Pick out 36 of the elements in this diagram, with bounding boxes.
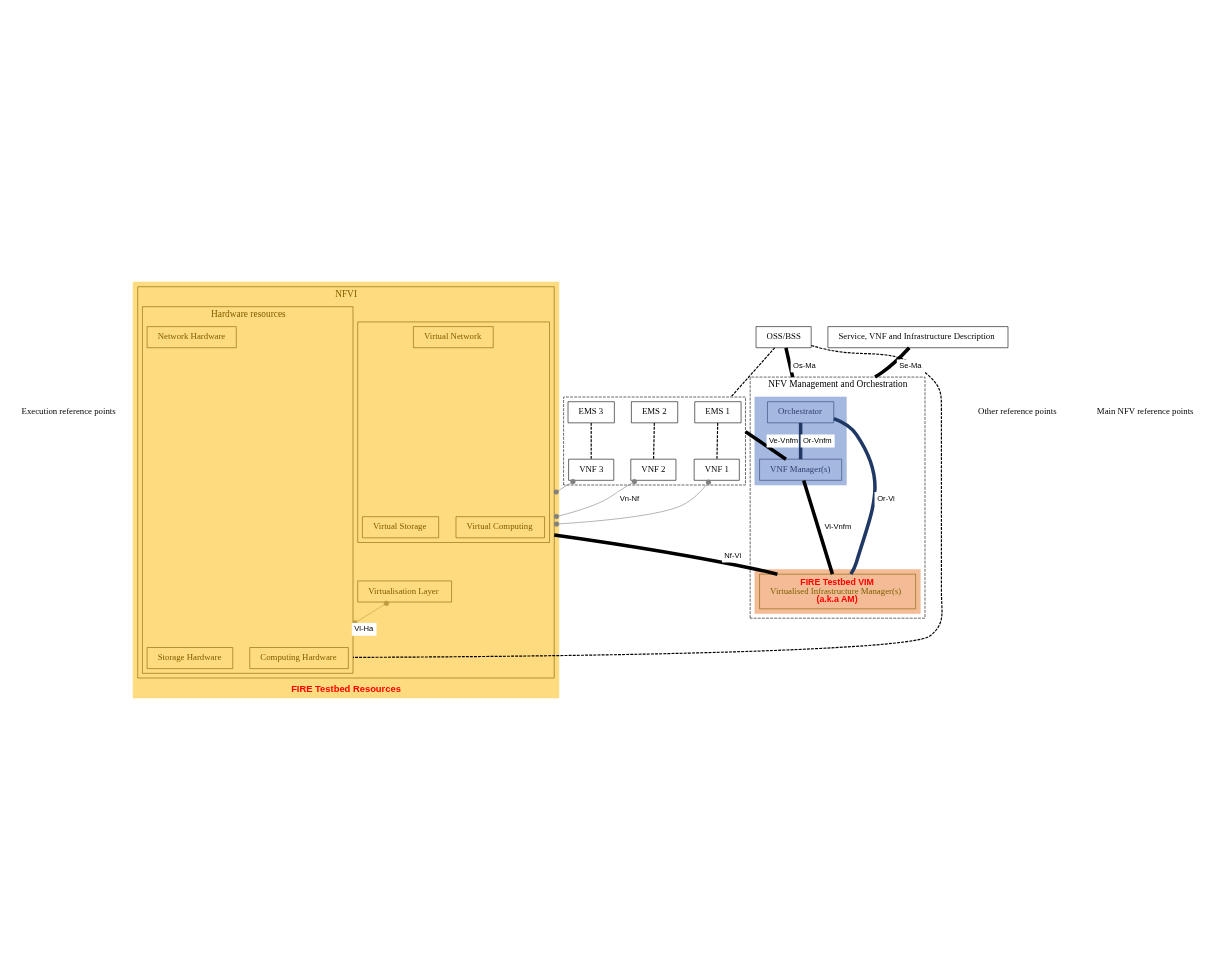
connector	[802, 479, 835, 575]
node-box: Storage Hardware	[146, 646, 234, 669]
node-box: Service, VNF and Infrastructure Description	[827, 325, 1009, 348]
node-box: Virtual Computing	[455, 515, 545, 538]
node-box: EMS 1	[694, 400, 742, 423]
connector	[653, 421, 655, 460]
node-box: OSS/BSS	[755, 325, 812, 348]
connector	[590, 421, 592, 460]
cluster	[754, 396, 847, 485]
connector	[554, 532, 778, 576]
node-box: EMS 2	[631, 400, 678, 423]
node-box: Orchestrator	[767, 400, 835, 423]
connector	[553, 478, 638, 519]
cluster	[357, 321, 550, 543]
connector	[798, 422, 803, 459]
legend-label: Other reference points	[978, 405, 1057, 416]
node-box: VNF Manager(s)	[759, 458, 842, 481]
connector	[730, 346, 776, 398]
legend-label: Main NFV reference points	[1096, 405, 1194, 416]
node-box: FIRE Testbed VIM Virtualised Infrastructure Manager(s) (a.k.a AM)	[759, 573, 916, 609]
node-box: EMS 3	[567, 400, 615, 423]
connector	[874, 346, 911, 379]
node-box: VNF 2	[630, 458, 677, 481]
node-box: VNF 3	[568, 458, 615, 481]
node-box: Virtualisation Layer	[357, 580, 452, 602]
node-box: Computing Hardware	[249, 646, 349, 669]
connector	[833, 416, 877, 575]
connector	[553, 478, 576, 495]
node-box: Virtual Network	[413, 325, 494, 348]
node-box: Network Hardware	[146, 325, 237, 348]
node-box: Virtual Storage	[362, 515, 439, 538]
connector	[784, 347, 795, 377]
node-box: VNF 1	[693, 458, 740, 481]
connector	[553, 479, 712, 527]
connector	[716, 421, 719, 460]
legend-label: Execution reference points	[21, 405, 116, 416]
